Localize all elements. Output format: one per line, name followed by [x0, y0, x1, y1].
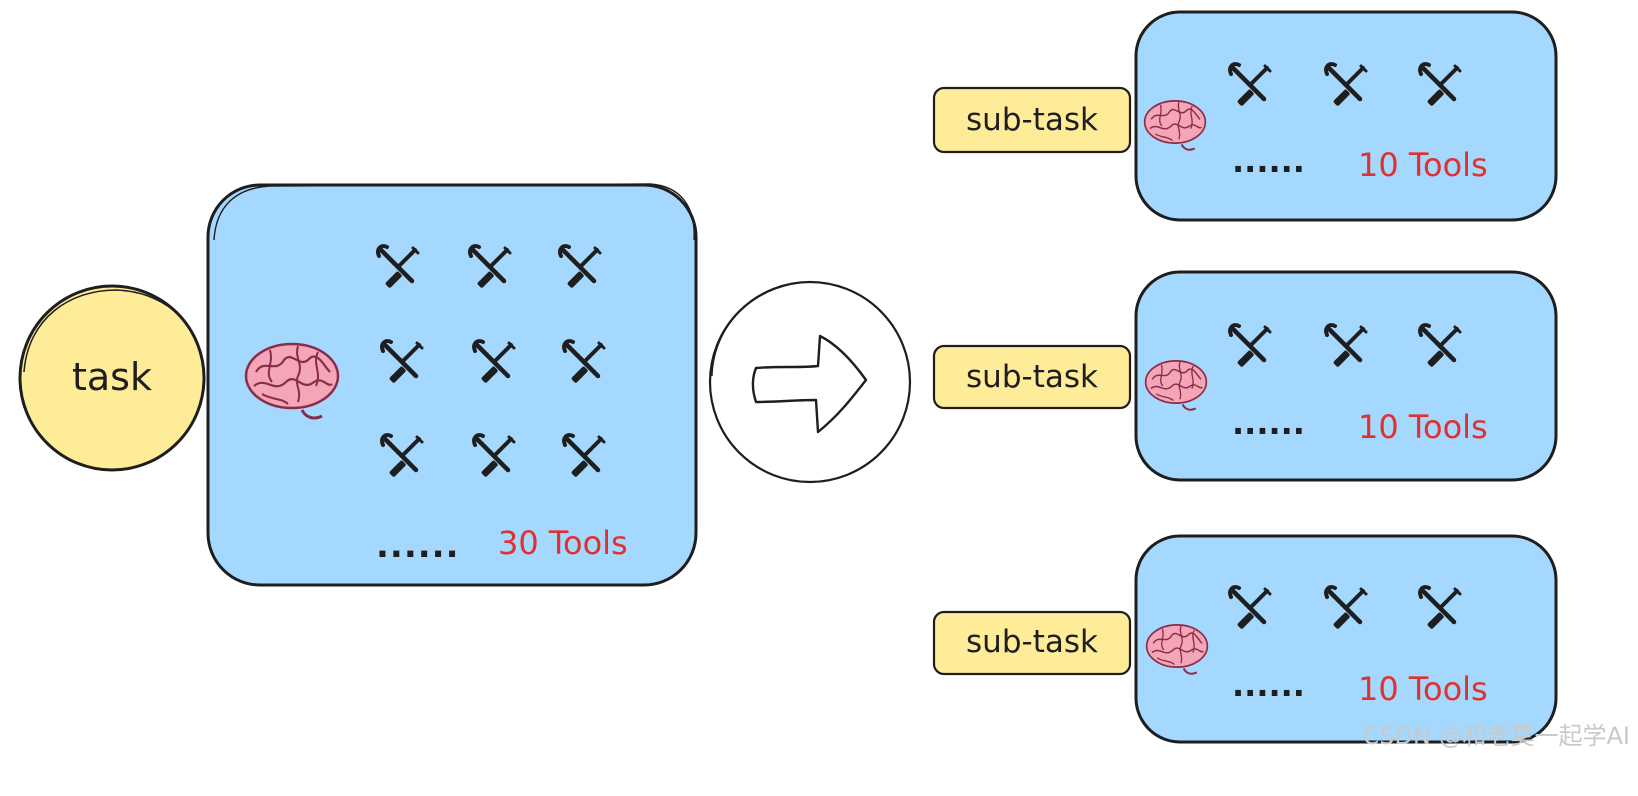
watermark: CSDN @和老莫一起学AI [1362, 722, 1630, 750]
main-tools-count: 30 Tools [498, 524, 628, 562]
subtask-row: sub-task ...... 10 Tools [932, 270, 1558, 482]
subtask-label: sub-task [966, 624, 1098, 660]
subtask-row: sub-task ...... 10 Tools [932, 534, 1558, 744]
task-label: task [72, 355, 152, 399]
main-agent-box: ...... 30 Tools [206, 183, 698, 587]
subtask-tools-count: 10 Tools [1358, 408, 1488, 446]
arrow-right-icon [751, 334, 868, 434]
subtask-tools-count: 10 Tools [1358, 146, 1488, 184]
subtask-ellipsis: ...... [1232, 666, 1305, 704]
transform-arrow [708, 280, 912, 484]
main-ellipsis: ...... [376, 526, 460, 566]
subtask-tools-count: 10 Tools [1358, 670, 1488, 708]
subtask-label: sub-task [966, 102, 1098, 138]
subtask-row: sub-task ...... 10 Tools [932, 10, 1558, 222]
subtask-label: sub-task [966, 359, 1098, 395]
subtask-ellipsis: ...... [1232, 142, 1305, 180]
task-node: task [18, 284, 206, 472]
subtask-ellipsis: ...... [1232, 404, 1305, 442]
